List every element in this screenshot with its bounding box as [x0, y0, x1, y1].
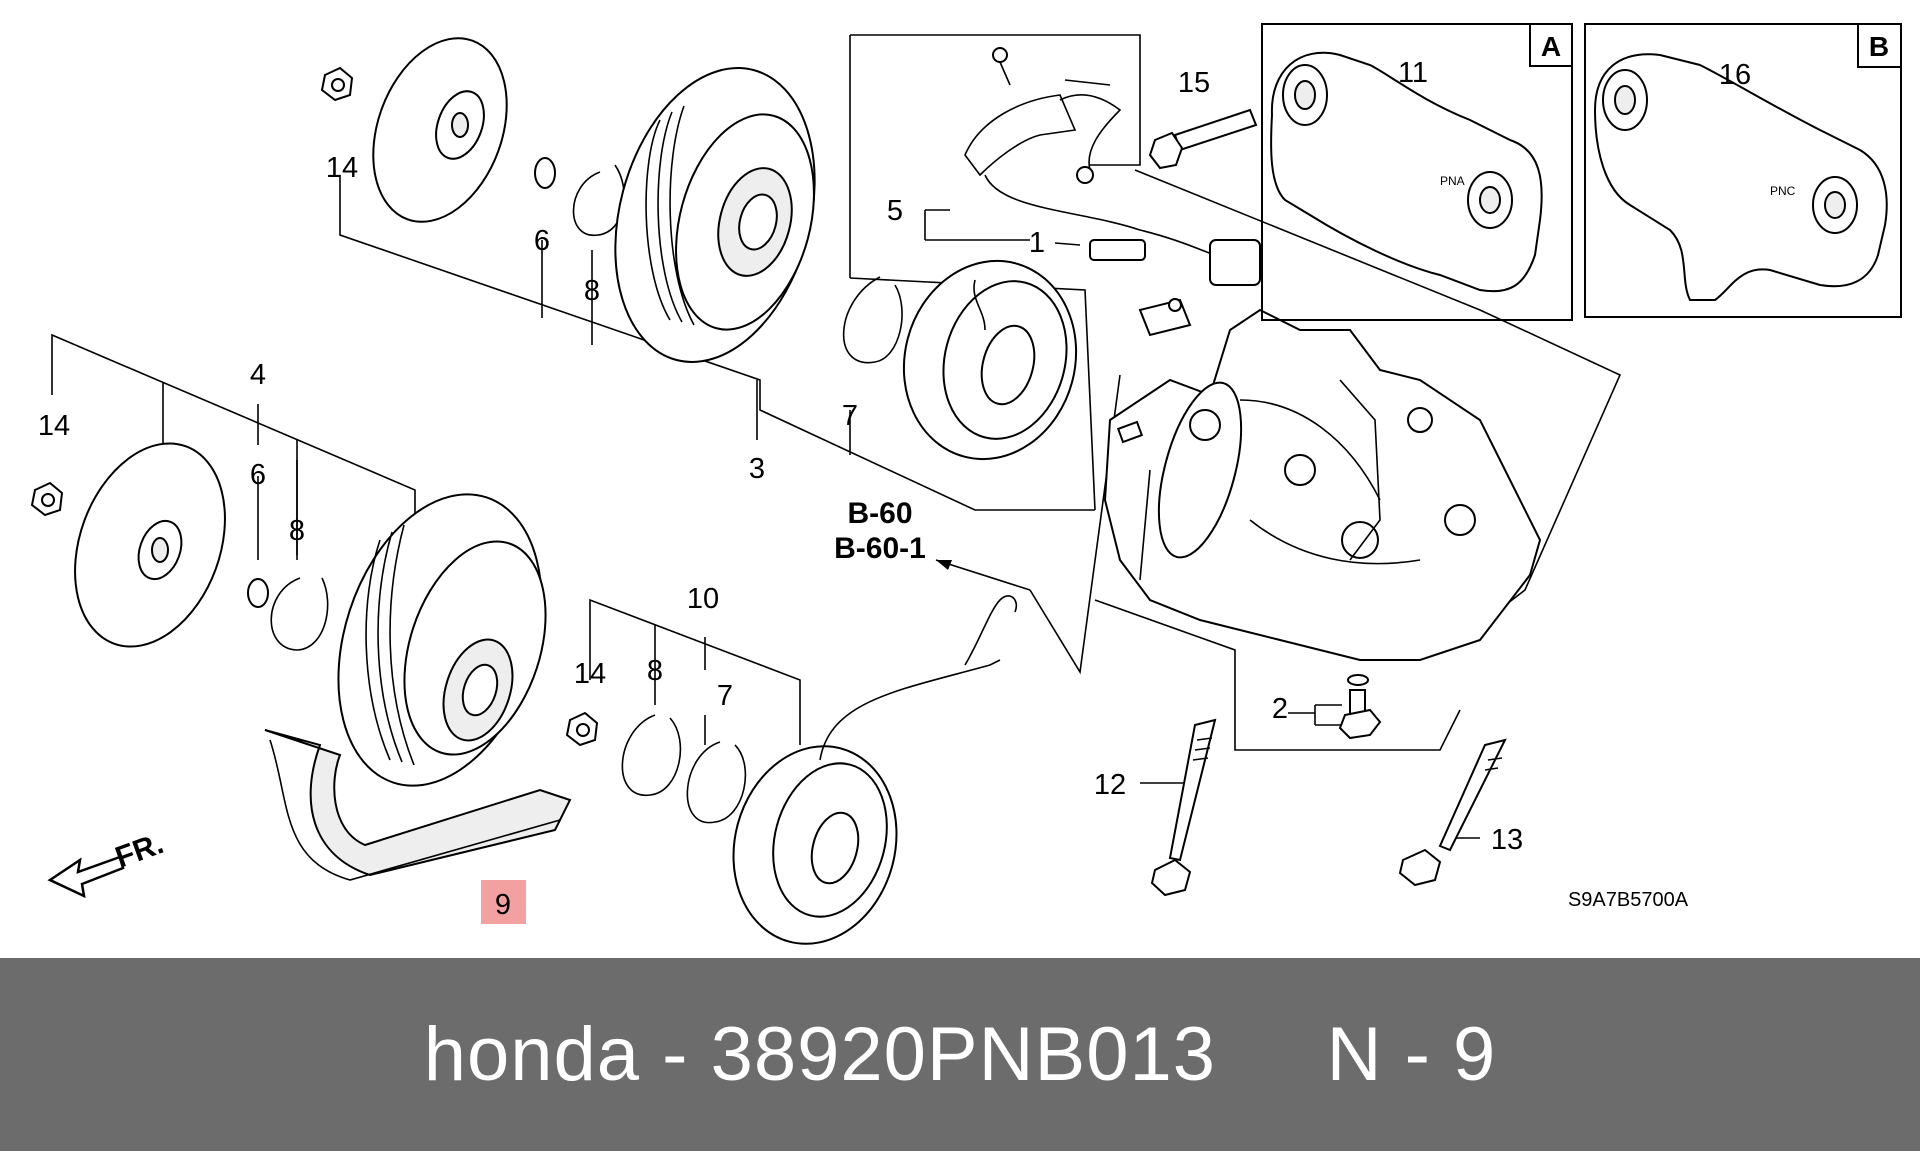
callout-16: 16	[1719, 59, 1751, 91]
callout-3: 3	[749, 453, 765, 485]
box-b-stamp: PNC	[1770, 184, 1796, 198]
upper-shim	[534, 157, 556, 189]
lower-shim	[247, 578, 269, 608]
drive-belt	[264, 729, 572, 881]
drain-bolt	[1338, 674, 1382, 740]
callout-7-upper: 7	[842, 400, 858, 432]
callout-7-lower: 7	[717, 680, 733, 712]
small-bracket	[1138, 298, 1192, 337]
parts-diagram: A PNA B PNC FR. 1 2 3 4 5 6 6 7 7 8 8	[30, 23, 1902, 945]
lower-field-coil	[732, 659, 1001, 945]
diagram-code: S9A7B5700A	[1568, 889, 1689, 911]
callout-14-left: 14	[38, 410, 70, 442]
callout-2: 2	[1272, 693, 1288, 725]
ref-b60: B-60	[847, 497, 912, 530]
front-arrow: FR.	[47, 827, 168, 899]
compressor	[1103, 308, 1542, 661]
upper-nut	[320, 66, 354, 102]
callout-13: 13	[1491, 824, 1523, 856]
callout-5: 5	[887, 195, 903, 227]
footer-banner: honda - 38920PNB013 N - 9	[0, 958, 1920, 1151]
callout-8-upper: 8	[584, 275, 600, 307]
callouts: 1 2 3 4 5 6 6 7 7 8 8 8 9 10 11 12 13 14…	[38, 57, 1751, 921]
lower-snap-ring	[270, 577, 329, 651]
callout-8-right: 8	[647, 655, 663, 687]
callout-6-upper: 6	[534, 225, 550, 257]
callout-9: 9	[495, 889, 511, 921]
lower-pulley	[337, 493, 547, 787]
callout-10: 10	[687, 583, 719, 615]
lower-nut-left	[30, 481, 64, 517]
sensor-harness	[964, 47, 1261, 286]
ground-wire	[964, 595, 1018, 666]
fr-label: FR.	[111, 827, 168, 875]
callout-6-lower: 6	[250, 459, 266, 491]
callout-1: 1	[1029, 227, 1045, 259]
upper-pulley	[614, 67, 816, 363]
bolt-15	[1148, 108, 1258, 170]
box-b: B PNC	[1584, 23, 1902, 318]
callout-4: 4	[250, 359, 266, 391]
upper-field-coil	[902, 259, 1078, 461]
bracket-11	[1270, 51, 1543, 293]
callout-8-lower: 8	[289, 515, 305, 547]
callout-12: 12	[1094, 769, 1126, 801]
lower-snap-ring-7	[686, 741, 747, 824]
callout-11: 11	[1398, 57, 1428, 89]
box-a-stamp: PNA	[1440, 174, 1465, 188]
box-a: A PNA	[1261, 23, 1573, 321]
bolt-13	[1398, 738, 1507, 887]
ref-b60-1: B-60-1	[834, 532, 926, 565]
highlight-box	[481, 880, 526, 924]
parts	[30, 37, 1542, 945]
footer-text: honda - 38920PNB013 N - 9	[423, 1012, 1497, 1097]
box-a-label: A	[1541, 31, 1561, 62]
lower-snap-ring-8	[621, 714, 682, 796]
bolt-12	[1150, 718, 1217, 897]
callout-15: 15	[1178, 67, 1210, 99]
upper-clutch-plate	[372, 37, 508, 223]
upper-snap-ring-7	[842, 276, 903, 364]
lower-clutch-plate	[74, 442, 226, 648]
bracket-16	[1593, 53, 1888, 301]
callout-14-upper: 14	[326, 152, 358, 184]
box-b-label: B	[1869, 31, 1889, 62]
callout-14-lower: 14	[574, 658, 606, 690]
lower-nut-right	[565, 711, 599, 747]
